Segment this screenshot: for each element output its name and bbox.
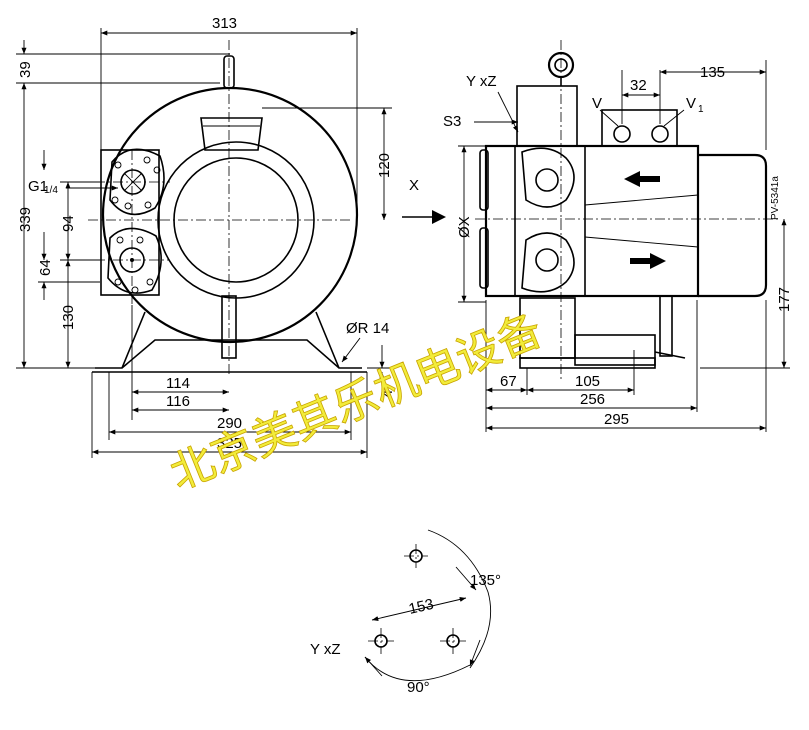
dim-94: 94 xyxy=(60,215,77,232)
angle-90: 90° xyxy=(407,679,430,696)
dim-295: 295 xyxy=(604,411,629,428)
bolt-pattern-detail: 153 135° 90° Y xZ xyxy=(310,529,501,696)
label-v1: V xyxy=(686,95,696,112)
dim-256: 256 xyxy=(580,391,605,408)
dim-130: 130 xyxy=(60,305,77,330)
angle-135: 135° xyxy=(470,572,501,589)
top-block xyxy=(516,85,578,147)
label-flange: Y xZ xyxy=(466,73,497,90)
dim-4: 4 xyxy=(379,390,396,398)
motor xyxy=(698,153,768,298)
dim-39: 39 xyxy=(17,61,34,78)
dim-290: 290 xyxy=(217,415,242,432)
lower-port xyxy=(107,227,162,294)
label-view-x: X xyxy=(409,177,419,194)
side-view: Y xZ S3 V V 1 32 135 ØX 177 PV-5341a xyxy=(443,40,793,432)
valve-v xyxy=(613,125,631,143)
dim-114: 114 xyxy=(166,375,190,392)
dim-105: 105 xyxy=(575,373,600,390)
label-bolt-flange: Y xZ xyxy=(310,641,341,658)
label-v: V xyxy=(592,95,602,112)
bolt-hole-left xyxy=(368,628,394,654)
arrow-out xyxy=(630,253,666,269)
dim-120: 120 xyxy=(376,153,393,178)
dim-339: 339 xyxy=(17,207,34,232)
dim-153: 153 xyxy=(407,596,435,618)
dim-radius: ØR 14 xyxy=(346,320,389,337)
dim-313: 313 xyxy=(212,15,237,32)
bolt-hole-top xyxy=(404,544,428,568)
dim-64: 64 xyxy=(37,259,54,276)
valve-v1 xyxy=(651,125,669,143)
bolt-hole-right xyxy=(440,628,466,654)
dim-67: 67 xyxy=(500,373,517,390)
arrow-in xyxy=(624,171,660,187)
label-s3: S3 xyxy=(443,113,461,130)
drawing-code: PV-5341a xyxy=(770,176,781,220)
lifting-eye xyxy=(223,55,235,89)
dim-177: 177 xyxy=(776,287,793,312)
top-cover xyxy=(200,117,263,151)
dim-325: 325 xyxy=(217,435,242,452)
dim-135: 135 xyxy=(700,64,725,81)
label-g-sub: 1/4 xyxy=(44,185,58,196)
label-diameter-x: ØX xyxy=(456,216,473,238)
dim-116: 116 xyxy=(166,393,190,410)
label-v1-sub: 1 xyxy=(698,104,704,115)
dim-32: 32 xyxy=(630,77,647,94)
base-stand xyxy=(95,339,362,369)
upper-port xyxy=(109,148,165,216)
label-g: G1 xyxy=(28,178,48,195)
housing-body xyxy=(484,144,700,298)
front-view: 313 39 339 G1 1/4 94 64 130 120 11 xyxy=(16,15,446,458)
